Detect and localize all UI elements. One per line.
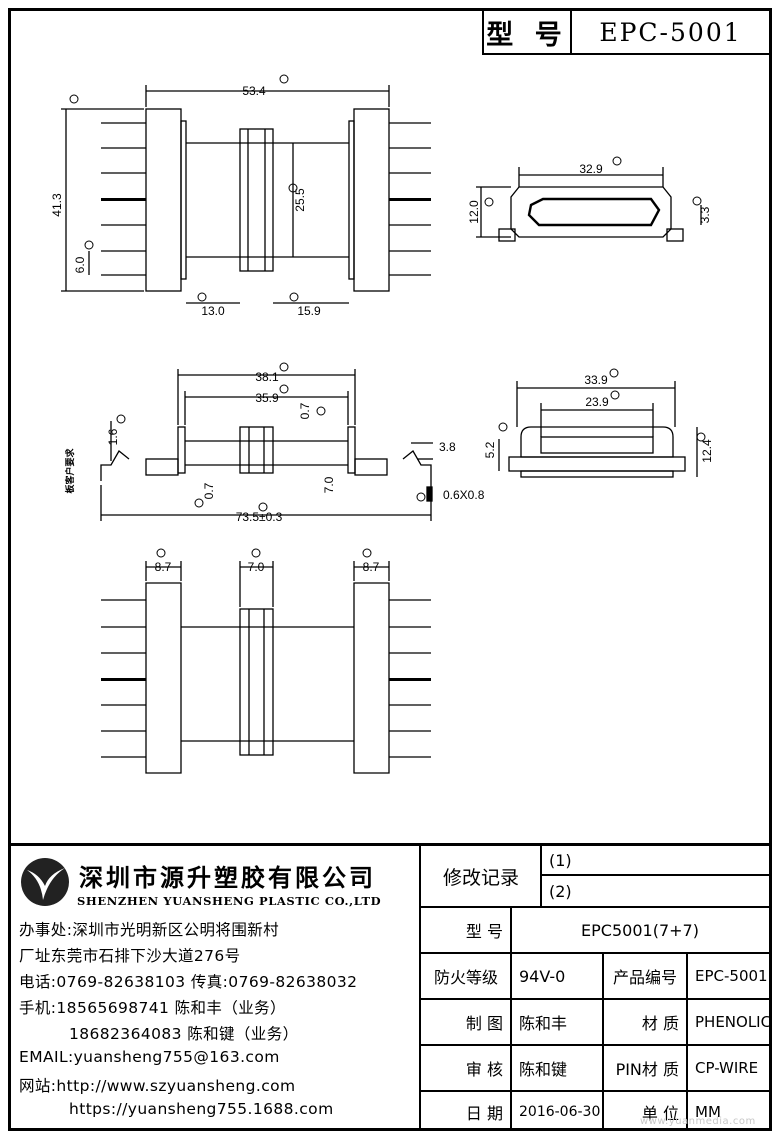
email[interactable]: EMAIL:yuansheng755@163.com [19,1048,280,1066]
revision-label: 修改记录 [421,846,541,908]
company-name-cn: 深圳市源升塑胶有限公司 [79,864,376,892]
dim-25-5: 25.5 [293,188,307,212]
website[interactable]: 网站:http://www.szyuansheng.com [19,1077,296,1095]
pin-material-value: CP-WIRE [687,1046,769,1092]
product-no-value: EPC-5001 [687,954,769,1000]
mobile-1: 手机:18565698741 陈和丰（业务） [19,999,286,1017]
dim-15-9: 15.9 [297,304,321,318]
pin-material-label: PIN材 质 [603,1046,687,1092]
material-label: 材 质 [603,1000,687,1046]
phone-fax: 电话:0769-82638103 传真:0769-82638032 [19,973,358,991]
company-logo-icon [21,858,69,906]
fire-rating-label: 防火等级 [421,954,511,1000]
drawn-by-value: 陈和丰 [511,1000,603,1046]
dim-33-9: 33.9 [584,373,608,387]
unit-label: 单 位 [641,1103,679,1123]
company-name-en: SHENZHEN YUANSHENG PLASTIC CO.,LTD [77,894,382,908]
dim-8-7-left: 8.7 [155,560,172,574]
divider [510,908,512,1131]
dim-41-3: 41.3 [50,193,64,217]
dim-12-4: 12.4 [700,439,714,463]
checked-by-label: 审 核 [421,1046,511,1092]
dim-5-2: 5.2 [483,441,497,458]
drawing-frame [8,8,772,1131]
dim-0-7-lower: 0.7 [202,482,216,499]
material-value: PHENOLIC [687,1000,771,1046]
model-value: EPC5001(7+7) [511,908,769,954]
revision-2: (2) [541,876,769,908]
fire-rating-value: 94V-0 [511,954,603,1000]
dim-7-0-bottom: 7.0 [248,560,265,574]
title-model: EPC-5001 [599,17,742,47]
date-value: 2016-06-30 [519,1103,601,1120]
company-header: 深圳市源升塑胶有限公司 SHENZHEN YUANSHENG PLASTIC C… [15,852,415,908]
title-block: 型 号 EPC-5001 [482,11,769,55]
mobile-2: 18682364083 陈和键（业务） [69,1025,299,1043]
dim-8-7-right: 8.7 [363,560,380,574]
date-label: 日 期 [465,1103,503,1123]
dim-38-1: 38.1 [255,370,279,384]
revision-1: (1) [541,846,769,876]
factory-address: 厂址东莞市石排下沙大道276号 [19,947,241,965]
title-block-bottom: 深圳市源升塑胶有限公司 SHENZHEN YUANSHENG PLASTIC C… [11,843,771,1131]
model-label: 型 号 [421,908,511,954]
info-table: 修改记录 (1) (2) 型 号 EPC5001(7+7) 防火等级 94V-0… [421,846,771,1131]
divider [686,954,688,1131]
dim-3-3: 3.3 [698,206,712,223]
dim-53-4: 53.4 [242,84,266,98]
title-label: 型 号 [484,11,572,53]
company-info: 深圳市源升塑胶有限公司 SHENZHEN YUANSHENG PLASTIC C… [11,846,421,1131]
dim-1-6: 1.6 [106,428,120,445]
dim-7-0-side: 7.0 [322,476,336,493]
dim-32-9: 32.9 [579,162,603,176]
dim-13-0: 13.0 [201,304,225,318]
dim-0-6x0-8: 0.6X0.8 [443,488,485,502]
dim-3-8: 3.8 [439,440,456,454]
divider [602,954,604,1131]
dim-12-0: 12.0 [467,200,481,224]
drawn-by-label: 制 图 [421,1000,511,1046]
divider [540,846,542,908]
watermark: www.yuanmedia.com [640,1116,756,1127]
dim-35-9: 35.9 [255,391,279,405]
dim-6-0: 6.0 [73,256,87,273]
dim-23-9: 23.9 [585,395,609,409]
website-2[interactable]: https://yuansheng755.1688.com [69,1100,334,1118]
side-note: 板客户要求 [64,448,75,494]
dim-73-5: 73.5±0.3 [236,510,283,524]
unit-value: MM [695,1102,721,1121]
checked-by-value: 陈和键 [511,1046,603,1092]
dim-0-7-upper: 0.7 [298,402,312,419]
technical-drawing: 53.4 41.3 25.5 6.0 13.0 15.9 32.9 12.0 3… [50,74,714,774]
office-address: 办事处:深圳市光明新区公明将围新村 [19,921,280,939]
product-no-label: 产品编号 [603,954,687,1000]
